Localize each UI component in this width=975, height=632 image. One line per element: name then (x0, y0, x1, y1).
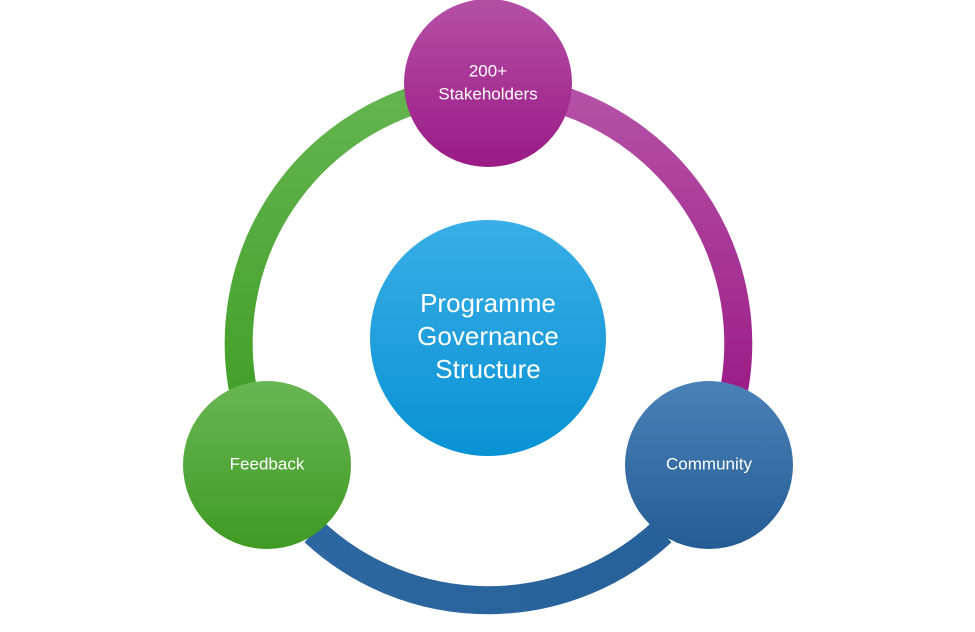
feedback-node: Feedback (183, 381, 351, 549)
feedback-label: Feedback (230, 454, 305, 473)
center-label-line-1: Programme (420, 288, 556, 318)
stakeholders-node: 200+ Stakeholders (404, 0, 572, 167)
arc-stakeholders-to-community (553, 85, 753, 393)
community-node: Community (625, 381, 793, 549)
center-label-line-3: Structure (435, 354, 541, 384)
arc-feedback-to-stakeholders (224, 85, 423, 393)
community-label: Community (666, 454, 752, 473)
center-label-line-2: Governance (417, 321, 559, 351)
stakeholders-label-line-1: 200+ (469, 61, 507, 80)
arc-community-to-feedback (304, 521, 672, 615)
stakeholders-label-line-2: Stakeholders (438, 84, 537, 103)
center-node: Programme Governance Structure (370, 220, 606, 456)
